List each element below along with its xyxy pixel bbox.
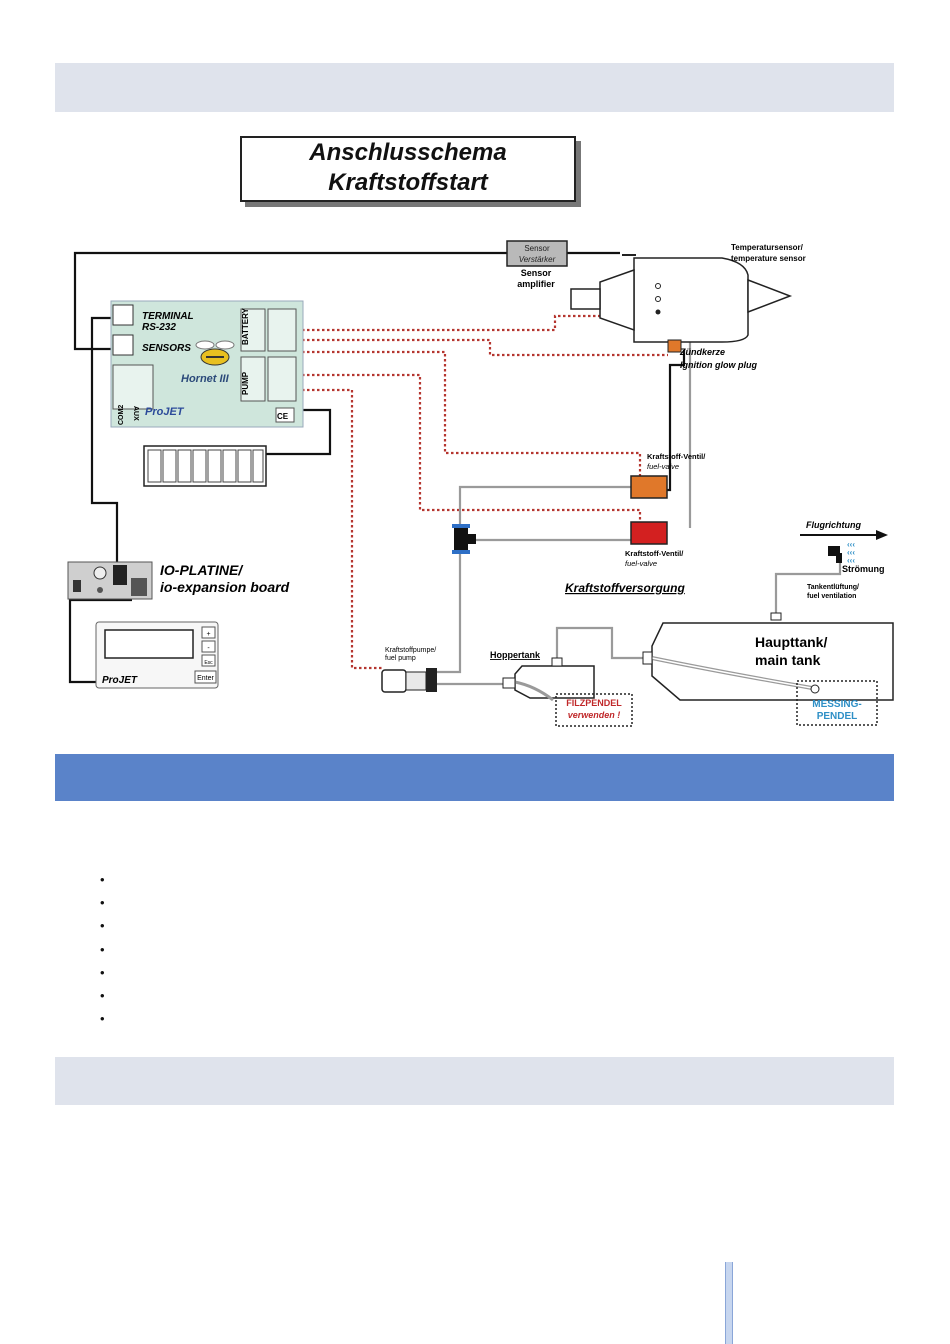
sensor-amp-label1: Sensor (521, 268, 552, 278)
tank-vent-line1: Tankentlüftung/ (807, 584, 859, 591)
hornet-icon (195, 340, 235, 366)
ecu-rs232-label: RS-232 (142, 322, 176, 333)
hopper-tank: Hoppertank (490, 650, 595, 702)
section-band-blue (55, 754, 894, 801)
aux-com2-ports (112, 364, 154, 410)
felt-pendel-line1: FILZPENDEL (566, 698, 622, 708)
brass-pendel-callout: MESSING- PENDEL (796, 680, 878, 726)
main-tank-line1: Haupttank/ (755, 634, 827, 650)
sensor-amp-label2: amplifier (517, 279, 555, 289)
temp-sensor-line1: Temperatursensor/ (731, 243, 804, 252)
flow-label: Strömung (842, 564, 885, 574)
tank-vent: ‹‹‹ ‹‹‹ ‹‹‹ Strömung Tankentlüftung/ fue… (770, 540, 885, 621)
ecu-terminal-label: TERMINAL (142, 311, 194, 322)
terminal-port (112, 304, 134, 326)
battery-wire (266, 408, 332, 456)
flight-direction-label: Flugrichtung (806, 520, 861, 530)
fuel-line-to-pump (437, 550, 462, 674)
felt-pendel-line2: verwenden ! (568, 710, 621, 720)
fuel-valve-red: Kraftstoff-Ventil/ fuel-valve (625, 521, 684, 568)
io-board-line1: IO-PLATINE/ (160, 562, 244, 578)
io-expansion-board: IO-PLATINE/ io-expansion board (67, 561, 290, 600)
glow-plug: Zündkerze Ignition glow plug (667, 339, 757, 370)
io-board-line2: io-expansion board (160, 579, 290, 595)
pump-dotted-wire (302, 388, 382, 670)
header-band (55, 63, 894, 112)
sensor-dotted-wire (302, 314, 612, 332)
valve-orange-line2: fuel-valve (647, 462, 679, 471)
display-btn-esc: Esc (204, 660, 213, 666)
sensor-box-line2: Verstärker (519, 255, 556, 264)
diagram-title-line2: Kraftstoffstart (328, 169, 488, 196)
diagram-title-box: Anschlusschema Kraftstoffstart (240, 136, 576, 202)
pump-port (240, 356, 266, 402)
ecu-pump-label: PUMP (241, 371, 250, 395)
valve-red-line2: fuel-valve (625, 559, 657, 568)
diagram-title-line1: Anschlusschema (309, 139, 507, 166)
red-dotted-wiring (302, 314, 668, 670)
ecu-ce-mark: CE (277, 412, 289, 421)
glow-starter-port (267, 308, 297, 352)
wiring-diagram: TERMINAL RS-232 SENSORS BATTERY PUMP COM… (67, 240, 894, 727)
sensor-box-line1: Sensor (524, 244, 550, 253)
display-btn-enter: Enter (197, 675, 214, 682)
turbine-engine: Temperatursensor/ temperature sensor (570, 243, 806, 343)
io-to-display-wire (68, 598, 132, 684)
ecu-brand-logo: ProJET (145, 406, 185, 418)
main-tank: Haupttank/ main tank (642, 622, 894, 701)
flow-arrows-icon: ‹‹‹ (847, 540, 855, 549)
display-btn-plus: + (206, 631, 210, 638)
ecu-board: TERMINAL RS-232 SENSORS BATTERY PUMP COM… (110, 300, 304, 428)
pump-line2: fuel pump (385, 655, 416, 662)
page-edge-marker (725, 1262, 733, 1344)
valve-orange-dotted-wire (302, 350, 642, 478)
valve-red-line1: Kraftstoff-Ventil/ (625, 549, 684, 558)
sensor-port (112, 334, 134, 356)
fuel-valve-orange: Kraftstoff-Ventil/ fuel-valve (630, 452, 706, 499)
brass-pendel-line2: PENDEL (817, 711, 858, 722)
fuel-supply-heading: Kraftstoffversorgung (565, 581, 685, 595)
pump-line1: Kraftstoffpumpe/ (385, 647, 436, 654)
valve-orange-line1: Kraftstoff-Ventil/ (647, 452, 706, 461)
display-btn-minus: - (207, 645, 210, 652)
battery-port (240, 308, 266, 352)
tank-vent-line2: fuel ventilation (807, 593, 856, 600)
svg-text:‹‹‹: ‹‹‹ (847, 548, 855, 557)
glow-plug-line1: Zündkerze (679, 347, 725, 357)
fuel-pump: Kraftstoffpumpe/ fuel pump (381, 647, 437, 693)
ecu-aux-label: AUX (132, 406, 139, 421)
sensor-amp-wire (73, 251, 507, 351)
svg-text:‹‹‹: ‹‹‹ (847, 556, 855, 565)
glow-plug-line2: Ignition glow plug (680, 360, 757, 370)
valve-port (267, 356, 297, 402)
display-terminal: + - Esc Enter ProJET (95, 621, 219, 689)
hopper-label: Hoppertank (490, 650, 541, 660)
main-tank-line2: main tank (755, 652, 821, 668)
temp-sensor-line2: temperature sensor (731, 254, 806, 263)
section-band-bottom (55, 1057, 894, 1105)
flight-direction: Flugrichtung (800, 520, 888, 540)
ecu-com2-label: COM2 (118, 405, 125, 425)
glow-dotted-wire (302, 338, 668, 357)
fuel-line-hopper-main (555, 626, 649, 660)
black-wiring (68, 251, 686, 684)
sensor-amplifier: Sensor Verstärker Sensor amplifier (506, 240, 568, 289)
terminal-to-io-wire (90, 316, 119, 562)
arrow-right-icon (876, 530, 888, 540)
felt-pendel-callout: FILZPENDEL verwenden ! (555, 693, 633, 727)
fuel-line-orange-valve (458, 485, 631, 528)
t-connector (452, 524, 476, 554)
valve-red-dotted-wire (302, 373, 642, 522)
ecu-sensors-label: SENSORS (142, 343, 191, 354)
fuel-line-vent (774, 562, 842, 615)
brass-pendel-line1: MESSING- (812, 699, 861, 710)
ecu-battery-label: BATTERY (241, 307, 250, 345)
battery-pack (143, 445, 267, 487)
ecu-script-logo: Hornet III (181, 373, 230, 385)
display-brand: ProJET (102, 675, 138, 686)
